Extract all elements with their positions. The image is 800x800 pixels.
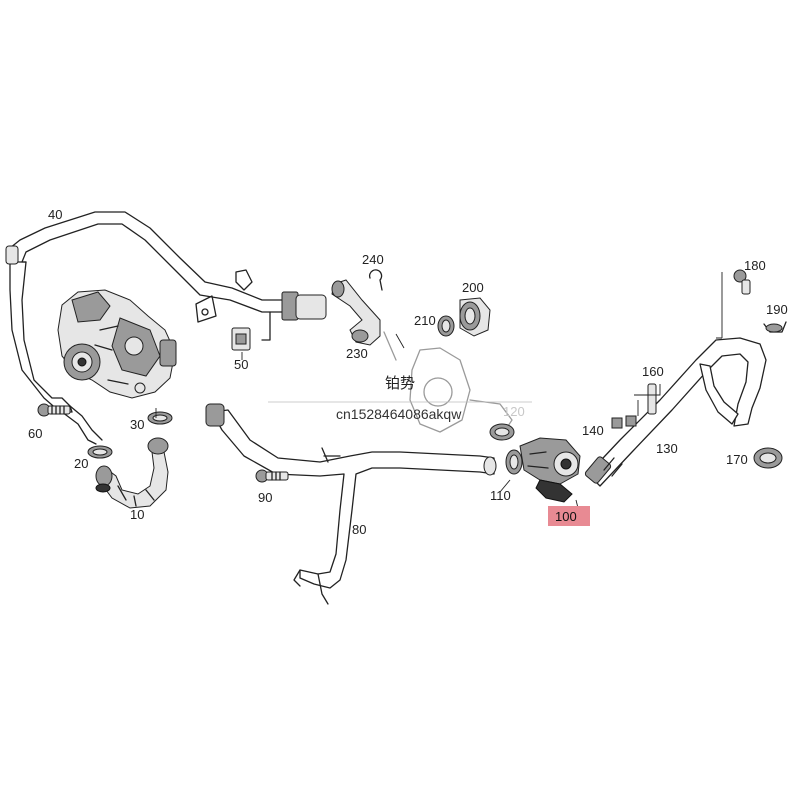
clamp-30	[147, 411, 173, 425]
callout-170: 170	[726, 452, 748, 467]
callout-210: 210	[414, 313, 436, 328]
callout-140: 140	[582, 423, 604, 438]
callout-100: 100	[555, 509, 577, 524]
housing-100	[519, 437, 581, 503]
callout-30: 30	[130, 417, 144, 432]
callout-20: 20	[74, 456, 88, 471]
hose-230	[331, 279, 381, 346]
callout-100-highlight	[548, 506, 590, 526]
seal-210	[437, 315, 455, 337]
bolt-180	[733, 269, 751, 295]
hose-10	[95, 437, 169, 509]
callout-240: 240	[362, 252, 384, 267]
callout-80: 80	[352, 522, 366, 537]
clamp-110	[505, 449, 523, 475]
watermark-id: cn1528464086akqw	[336, 406, 462, 422]
pipe-130	[584, 337, 767, 487]
bolt-90	[255, 469, 289, 483]
clamp-20	[87, 445, 113, 459]
callout-200: 200	[462, 280, 484, 295]
callout-180: 180	[744, 258, 766, 273]
callout-110: 110	[490, 488, 511, 503]
callout-120: 120	[503, 404, 525, 419]
callout-90: 90	[258, 490, 272, 505]
bracket-50	[231, 327, 251, 351]
watermark-cn: 铂势	[385, 374, 415, 392]
callout-160: 160	[642, 364, 664, 379]
callout-230: 230	[346, 346, 368, 361]
pump-housing-assembly	[57, 289, 177, 399]
clip-190	[763, 321, 787, 333]
clip-240	[368, 269, 383, 291]
bracket-160	[647, 383, 657, 415]
clips-140	[611, 400, 639, 429]
connector-200	[459, 297, 491, 337]
callout-40: 40	[48, 207, 62, 222]
bolt-60	[37, 403, 71, 417]
callout-10: 10	[130, 507, 144, 522]
ring-120	[489, 423, 515, 441]
pipe-80	[205, 403, 497, 605]
callout-130: 130	[656, 441, 678, 456]
callout-50: 50	[234, 357, 248, 372]
clamp-170	[753, 447, 783, 469]
callout-60: 60	[28, 426, 42, 441]
callout-190: 190	[766, 302, 788, 317]
